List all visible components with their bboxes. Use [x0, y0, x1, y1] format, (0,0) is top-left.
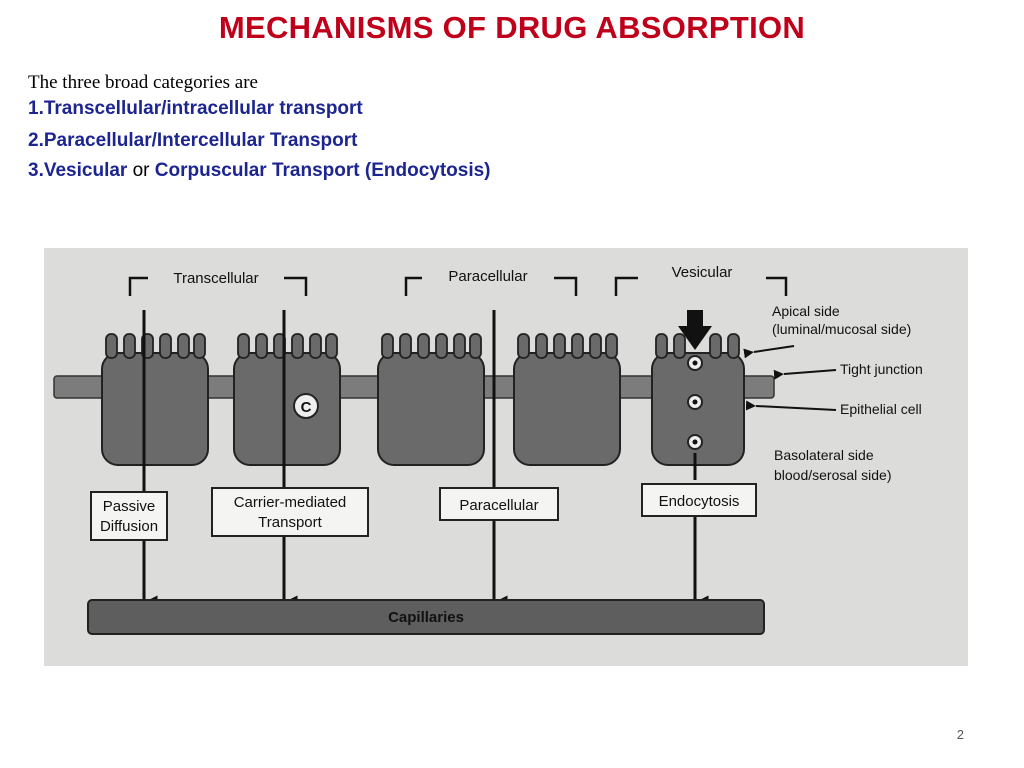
basolateral-side-label-1: Basolateral side: [774, 447, 874, 463]
item-number: 1.: [28, 98, 44, 119]
box-passive-line1: Passive: [103, 498, 156, 515]
tight-junction-label: Tight junction: [840, 361, 923, 377]
epithelial-cell-pointer: [745, 400, 837, 411]
box-endocytosis: Endocytosis: [659, 493, 740, 510]
vesicular-entry-arrow: [678, 310, 712, 350]
group-label-vesicular: Vesicular: [672, 264, 733, 281]
basolateral-side-label-2: blood/serosal side): [774, 467, 892, 483]
item-number: 2.: [28, 130, 44, 151]
microvilli: [105, 333, 740, 359]
item-number: 3.: [28, 160, 44, 181]
box-passive-line2: Diffusion: [100, 518, 158, 535]
item-text-corpuscular: Corpuscular Transport (Endocytosis): [154, 160, 491, 181]
epithelial-cells: [101, 352, 745, 466]
slide-title: MECHANISMS OF DRUG ABSORPTION: [218, 10, 806, 45]
page-number: 2: [956, 727, 964, 742]
apical-side-label-1: Apical side: [772, 303, 840, 319]
box-paracellular: Paracellular: [459, 497, 538, 514]
box-carrier-line2: Transport: [258, 514, 322, 531]
group-label-paracellular: Paracellular: [448, 268, 527, 285]
apical-side-label-2: (luminal/mucosal side): [772, 321, 911, 337]
carrier-symbol-label: C: [301, 399, 312, 416]
box-carrier-line1: Carrier-mediated: [234, 494, 347, 511]
apical-pointer: [743, 345, 795, 359]
category-item-2: 2.Paracellular/Intercellular Transport: [28, 130, 358, 152]
tight-junction-pointer: [773, 369, 837, 380]
carrier-symbol-circle: [293, 393, 319, 419]
item-text-vesicular: Vesicular: [43, 160, 128, 181]
mechanism-boxes: [90, 483, 757, 541]
capillaries-label: Capillaries: [388, 609, 464, 626]
group-brackets: [128, 276, 788, 296]
category-item-1: 1.Transcellular/intracellular transport: [28, 98, 363, 120]
item-text: Transcellular/intracellular transport: [43, 98, 363, 119]
group-label-transcellular: Transcellular: [173, 270, 258, 287]
item-text: Paracellular/Intercellular Transport: [43, 130, 358, 151]
intro-text: The three broad categories are: [28, 72, 258, 93]
absorption-diagram: Transcellular Paracellular Vesicular C: [44, 248, 968, 666]
category-item-3: 3.Vesicular or Corpuscular Transport (En…: [28, 160, 491, 182]
capillaries-bar: [87, 599, 765, 635]
item-connector: or: [132, 160, 150, 181]
epithelial-cell-label: Epithelial cell: [840, 401, 922, 417]
transport-arrows: [142, 310, 709, 611]
